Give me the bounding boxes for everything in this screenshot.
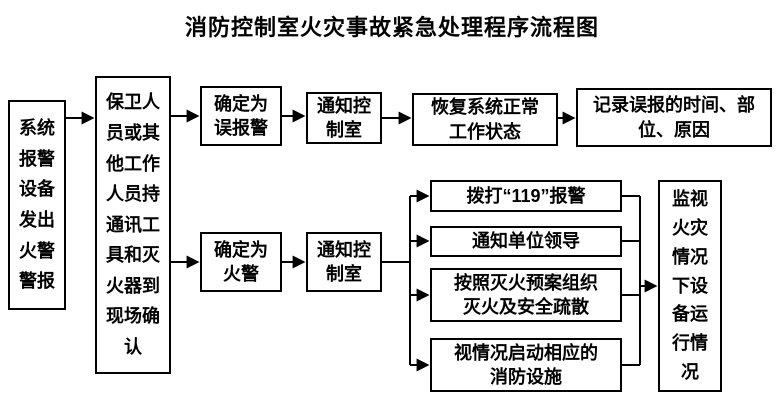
node-system-alarm: 系统 报警 设备 发出 火警 警报 [8,100,66,310]
node-confirm-on-site: 保卫人 员或其 他工作 人员持 通讯工 具和灭 火器到 现场确 认 [95,76,171,374]
node-activate-facilities: 视情况启动相应的 消防设施 [430,338,622,392]
node-monitor-equipment: 监视 火灾 情况 下设 备运 行情 况 [658,180,722,392]
node-record-false-alarm: 记录误报的时间、部 位、原因 [576,88,772,147]
node-false-alarm: 确定为 误报警 [200,86,282,146]
node-call-119: 拨打“119”报警 [430,180,622,212]
node-fire-alarm: 确定为 火警 [200,232,282,292]
node-organize-firefighting: 按照灭火预案组织 灭火及安全疏散 [430,268,622,322]
flowchart-title: 消防控制室火灾事故紧急处理程序流程图 [184,15,599,40]
node-restore-system: 恢复系统正常 工作状态 [412,93,558,146]
node-notify-leaders: 通知单位领导 [430,226,622,257]
node-notify-control-room-top: 通知控 制室 [306,92,382,144]
node-notify-control-room-bottom: 通知控 制室 [306,232,382,292]
